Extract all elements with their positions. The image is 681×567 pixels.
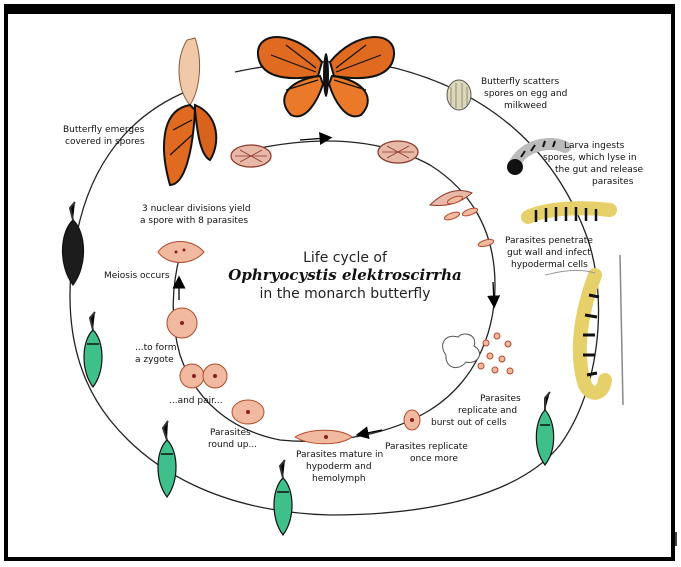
- title-line-2: Ophryocystis elektroscirrha: [228, 266, 461, 284]
- egg-icon: [447, 80, 471, 110]
- pre-pupa-caterpillar-icon: [545, 255, 623, 405]
- emerging-butterfly-icon: [164, 38, 216, 185]
- arrow-top: [300, 138, 326, 140]
- label-scatter: Butterfly scatters spores on egg and mil…: [481, 77, 570, 111]
- arrow-right: [493, 282, 494, 302]
- parasite-cluster-icon: [443, 333, 513, 374]
- label-mature: Parasites mature in hypoderm and hemolym…: [296, 450, 386, 484]
- label-round-up: Parasites round up...: [208, 428, 257, 450]
- label-emerges: Butterfly emerges covered in spores: [63, 125, 147, 147]
- spore-icon: [231, 141, 418, 167]
- released-parasites-icon: [430, 191, 479, 222]
- label-divisions: 3 nuclear divisions yield a spore with 8…: [140, 204, 254, 226]
- label-replicate-once: Parasites replicate once more: [385, 442, 471, 464]
- title-line-1: Life cycle of: [303, 250, 388, 266]
- label-pair: ...and pair...: [169, 396, 223, 406]
- monarch-butterfly-icon: [258, 37, 394, 116]
- label-meiosis: Meiosis occurs: [104, 271, 170, 281]
- label-penetrate: Parasites penetrate gut wall and infect …: [505, 236, 596, 270]
- title-line-3: in the monarch butterfly: [260, 286, 431, 302]
- label-zygote: ...to form a zygote: [135, 343, 179, 365]
- caterpillar-icon: [528, 207, 610, 222]
